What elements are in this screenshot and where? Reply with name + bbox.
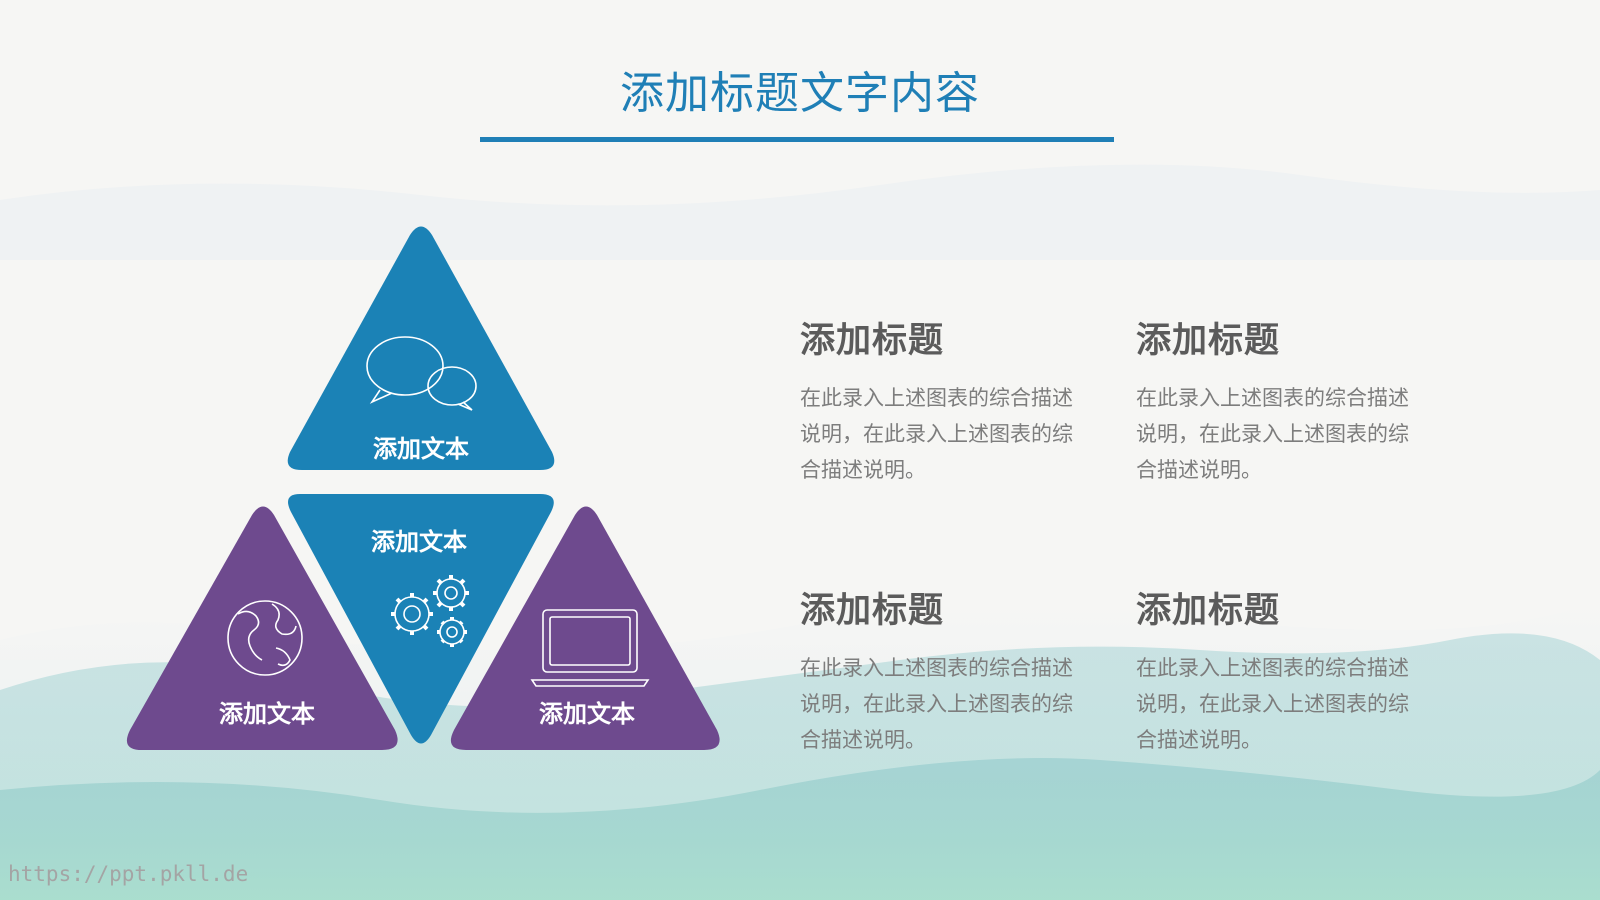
laptop-icon xyxy=(530,609,650,687)
chat-bubbles-icon xyxy=(366,336,477,411)
block-description: 在此录入上述图表的综合描述说明，在此录入上述图表的综合描述说明。 xyxy=(800,656,1073,752)
gears-icon xyxy=(391,575,469,647)
block-title: 添加标题 xyxy=(800,591,945,631)
triangle-top xyxy=(287,226,555,470)
block-description: 在此录入上述图表的综合描述说明，在此录入上述图表的综合描述说明。 xyxy=(1136,386,1409,482)
triangle-center xyxy=(288,494,554,744)
text-block-3: 添加标题 在此录入上述图表的综合描述说明，在此录入上述图表的综合描述说明。 xyxy=(800,588,1100,758)
block-title: 添加标题 xyxy=(1136,321,1281,361)
globe-icon xyxy=(227,600,303,676)
text-block-1: 添加标题 在此录入上述图表的综合描述说明，在此录入上述图表的综合描述说明。 xyxy=(800,318,1100,488)
triangle-center-label: 添加文本 xyxy=(371,527,467,556)
triangle-top-label: 添加文本 xyxy=(373,434,469,463)
slide-title: 添加标题文字内容 xyxy=(620,68,980,119)
triangle-right xyxy=(450,506,720,750)
triangle-left xyxy=(126,506,398,750)
triangle-left-label: 添加文本 xyxy=(219,699,315,728)
block-description: 在此录入上述图表的综合描述说明，在此录入上述图表的综合描述说明。 xyxy=(1136,656,1409,752)
watermark-url: https://ppt.pkll.de xyxy=(8,862,249,886)
block-title: 添加标题 xyxy=(800,321,945,361)
title-underline xyxy=(480,137,1114,142)
triangle-right-label: 添加文本 xyxy=(539,699,635,728)
block-description: 在此录入上述图表的综合描述说明，在此录入上述图表的综合描述说明。 xyxy=(800,386,1073,482)
block-title: 添加标题 xyxy=(1136,591,1281,631)
text-block-4: 添加标题 在此录入上述图表的综合描述说明，在此录入上述图表的综合描述说明。 xyxy=(1136,588,1436,758)
text-block-2: 添加标题 在此录入上述图表的综合描述说明，在此录入上述图表的综合描述说明。 xyxy=(1136,318,1436,488)
